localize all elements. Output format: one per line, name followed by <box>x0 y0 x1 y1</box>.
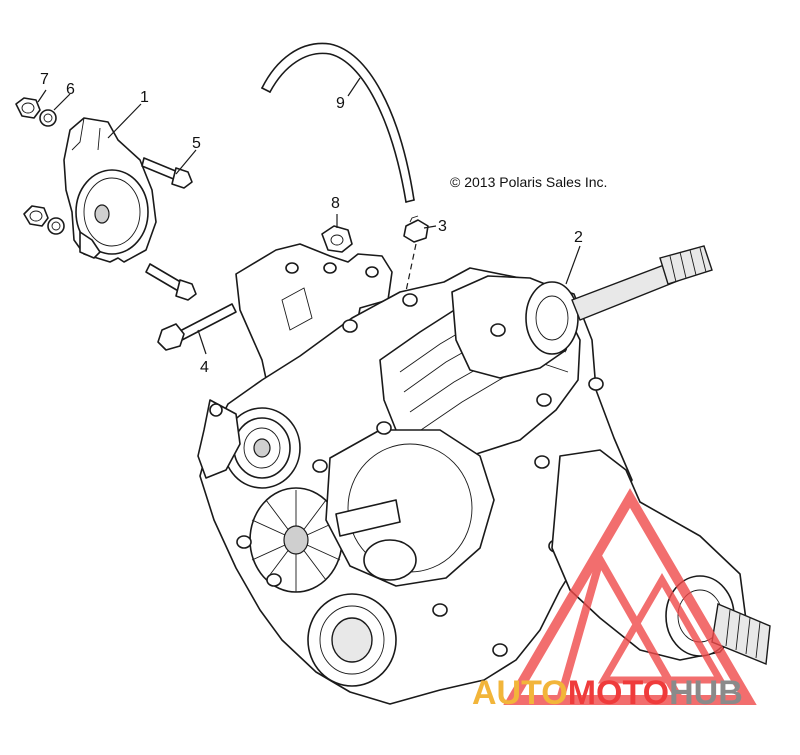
nut-part <box>15 97 41 119</box>
watermark-hub: HUB <box>669 674 743 712</box>
callout-7: 7 <box>40 71 49 88</box>
callout-2: 2 <box>574 229 583 246</box>
leader-lines <box>37 77 581 355</box>
nut-part-lower <box>23 205 65 235</box>
assembly-dash-line <box>401 243 417 311</box>
callout-8: 8 <box>331 195 340 212</box>
callout-1: 1 <box>140 89 149 106</box>
washer-part <box>39 109 57 127</box>
callout-5: 5 <box>192 135 201 152</box>
callout-6: 6 <box>66 81 75 98</box>
watermark-peak-icon-2 <box>597 573 727 684</box>
callout-4: 4 <box>200 359 209 376</box>
bolt-part-4 <box>145 263 237 351</box>
watermark-logo <box>503 488 757 705</box>
vent-hose <box>261 42 415 203</box>
callout-9: 9 <box>336 95 345 112</box>
watermark-moto: MOTO <box>568 674 669 712</box>
hose-clamp-part-3 <box>403 215 429 243</box>
callout-3: 3 <box>438 218 447 235</box>
flange-nut-part-8 <box>321 225 353 253</box>
bolt-part-5 <box>141 157 193 189</box>
copyright-text: © 2013 Polaris Sales Inc. <box>450 174 607 190</box>
svg-text:AUTOMOTOHUB: AUTOMOTOHUB <box>472 674 743 712</box>
watermark-peak-icon <box>554 549 687 704</box>
transmission-housing <box>197 243 771 705</box>
watermark-auto: AUTO <box>472 674 568 712</box>
sensor-cover-part <box>63 117 157 263</box>
watermark-wordmark: AUTOMOTOHUB <box>472 674 743 712</box>
